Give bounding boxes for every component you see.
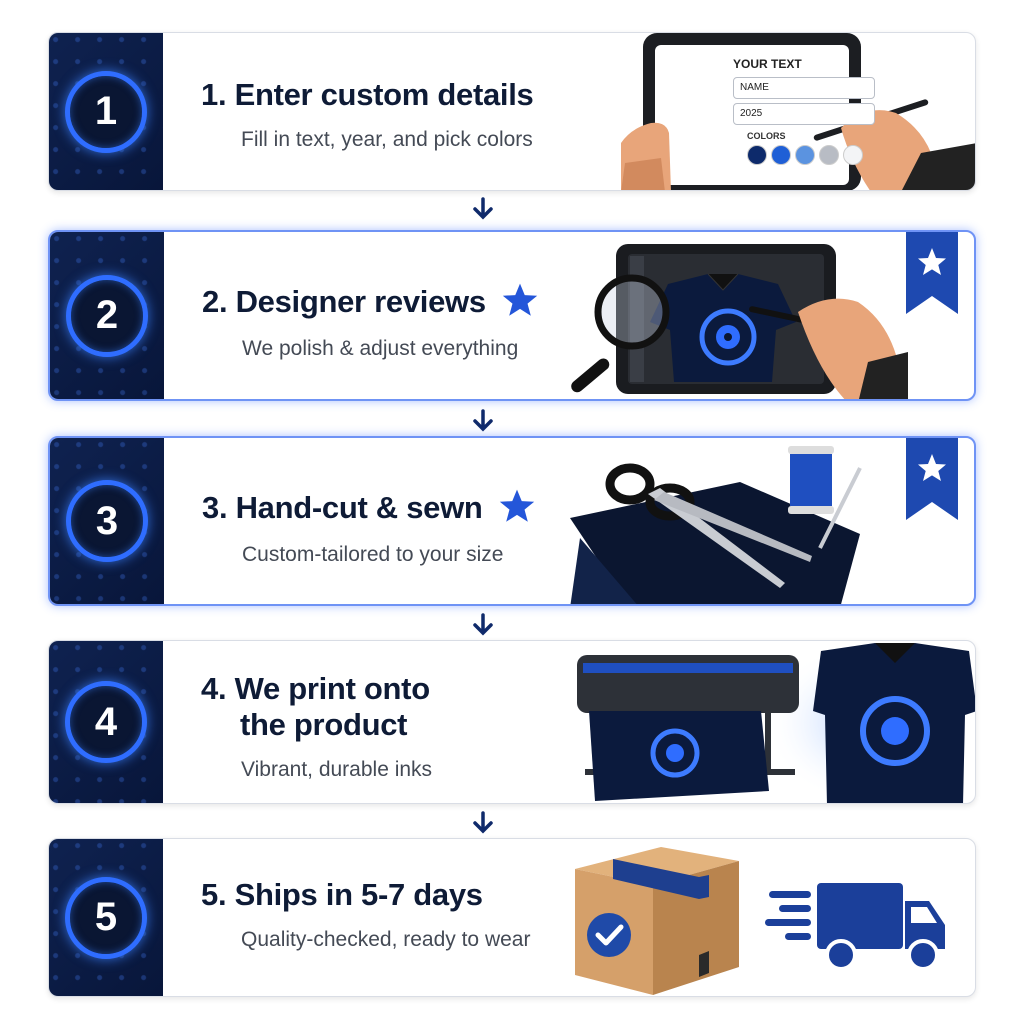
down-arrow-icon — [473, 811, 493, 834]
step-title-text: 2. Designer reviews — [202, 284, 486, 319]
star-icon — [499, 489, 534, 522]
step-number-badge: 5 — [65, 876, 147, 959]
step-number-badge: 1 — [65, 70, 147, 153]
step-number-panel: 3 — [50, 438, 164, 604]
step-subtitle: Fill in text, year, and pick colors — [241, 128, 533, 151]
featured-ribbon-icon — [906, 438, 958, 520]
step-card-3: 3 3. Hand-cut & sewn Custom-tailored to … — [48, 436, 976, 606]
colors-label: COLORS — [747, 131, 786, 141]
down-arrow-icon — [473, 409, 493, 432]
step-subtitle: Quality-checked, ready to wear — [241, 928, 531, 951]
step-title-line1: 4. We print onto — [201, 671, 430, 706]
step-number-badge: 3 — [66, 480, 148, 562]
shipping-box-icon — [575, 847, 739, 995]
step-title-text: 3. Hand-cut & sewn — [202, 490, 483, 525]
step-card-2: 2 2. Designer reviews We polish & adjust… — [48, 230, 976, 401]
year-input-value: 2025 — [740, 108, 763, 119]
sewing-illustration — [570, 438, 900, 604]
tablet-form-heading: YOUR TEXT — [733, 57, 802, 71]
step-card-5: 5 5. Ships in 5-7 days Quality-checked, … — [48, 838, 976, 997]
step-title: 5. Ships in 5-7 days — [201, 877, 483, 912]
step-number-badge: 4 — [65, 681, 147, 763]
color-swatch[interactable] — [819, 145, 839, 165]
step-number-panel: 2 — [50, 232, 164, 399]
step-title: 4. We print onto the product — [201, 671, 430, 743]
step-subtitle: We polish & adjust everything — [242, 337, 519, 360]
design-tablet-icon — [571, 244, 908, 399]
color-swatch[interactable] — [843, 145, 863, 165]
step-number-badge: 2 — [66, 274, 148, 357]
sewing-icon — [570, 446, 862, 604]
step-card-1: 1 1. Enter custom details Fill in text, … — [48, 32, 976, 191]
star-icon — [502, 283, 537, 316]
step-title: 2. Designer reviews — [202, 282, 540, 320]
delivery-truck-icon — [765, 883, 945, 971]
printer-illustration — [525, 641, 975, 803]
color-swatch[interactable] — [771, 145, 791, 165]
down-arrow-icon — [473, 197, 493, 220]
tablet-form-illustration: YOUR TEXT NAME 2025 COLORS — [621, 33, 975, 190]
down-arrow-icon — [473, 613, 493, 636]
step-subtitle: Custom-tailored to your size — [242, 543, 504, 566]
step-number-panel: 5 — [49, 839, 163, 996]
step-number-panel: 4 — [49, 641, 163, 803]
step-title: 1. Enter custom details — [201, 77, 534, 112]
year-input[interactable]: 2025 — [733, 103, 875, 125]
step-card-4: 4 4. We print onto the product Vibrant, … — [48, 640, 976, 804]
color-swatch[interactable] — [747, 145, 767, 165]
color-swatch[interactable] — [795, 145, 815, 165]
step-subtitle: Vibrant, durable inks — [241, 758, 433, 781]
step-title-line2: the product — [240, 707, 408, 742]
featured-ribbon-icon — [906, 232, 958, 314]
step-number-panel: 1 — [49, 33, 163, 190]
color-swatches — [747, 145, 863, 165]
step-title: 3. Hand-cut & sewn — [202, 488, 537, 526]
name-input-value: NAME — [740, 82, 769, 93]
name-input[interactable]: NAME — [733, 77, 875, 99]
printer-icon — [577, 641, 975, 803]
designer-tablet-illustration — [558, 232, 908, 399]
